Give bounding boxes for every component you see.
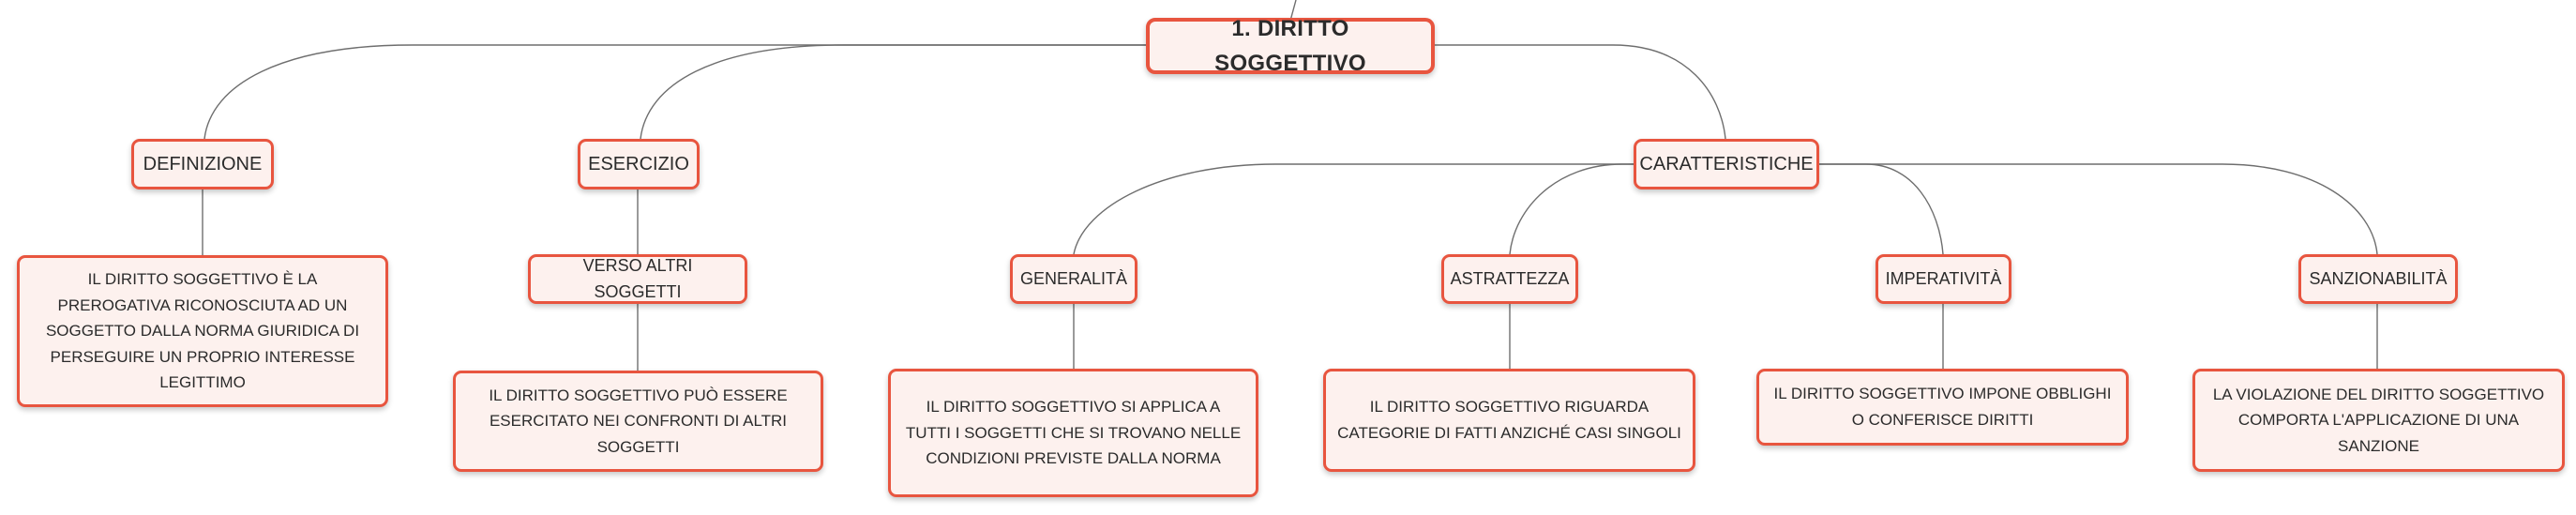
node-astrattezza-text[interactable]: IL DIRITTO SOGGETTIVO RIGUARDA CATEGORIE… bbox=[1323, 369, 1695, 472]
node-imperativita[interactable]: IMPERATIVITÀ bbox=[1876, 254, 2011, 304]
node-sanzionabilita[interactable]: SANZIONABILITÀ bbox=[2298, 254, 2458, 304]
esercizio-text: IL DIRITTO SOGGETTIVO PUÒ ESSERE ESERCIT… bbox=[489, 386, 788, 456]
root-label: 1. DIRITTO SOGGETTIVO bbox=[1214, 15, 1366, 76]
connector-caratteristiche-astrattezza bbox=[1509, 163, 1636, 255]
esercizio-label: ESERCIZIO bbox=[588, 153, 689, 174]
node-generalita[interactable]: GENERALITÀ bbox=[1010, 254, 1137, 304]
connector-caratteristiche-imperativita bbox=[1817, 163, 1944, 255]
connector-root-parent bbox=[1289, 0, 1297, 22]
connector-caratteristiche-generalita bbox=[1073, 163, 1636, 255]
definizione-label: DEFINIZIONE bbox=[143, 153, 263, 174]
node-esercizio-text[interactable]: IL DIRITTO SOGGETTIVO PUÒ ESSERE ESERCIT… bbox=[453, 371, 823, 472]
definizione-text: IL DIRITTO SOGGETTIVO È LA PREROGATIVA R… bbox=[45, 270, 360, 392]
sanzionabilita-label: SANZIONABILITÀ bbox=[2309, 268, 2448, 288]
node-sanzionabilita-text[interactable]: LA VIOLAZIONE DEL DIRITTO SOGGETTIVO COM… bbox=[2192, 369, 2565, 472]
connector-root-esercizio bbox=[640, 44, 1146, 140]
node-astrattezza[interactable]: ASTRATTEZZA bbox=[1441, 254, 1578, 304]
sanzionabilita-text: LA VIOLAZIONE DEL DIRITTO SOGGETTIVO COM… bbox=[2212, 385, 2545, 455]
astrattezza-text: IL DIRITTO SOGGETTIVO RIGUARDA CATEGORIE… bbox=[1337, 398, 1681, 442]
node-esercizio[interactable]: ESERCIZIO bbox=[578, 139, 700, 189]
node-definizione-text[interactable]: IL DIRITTO SOGGETTIVO È LA PREROGATIVA R… bbox=[17, 255, 388, 407]
connector-root-caratteristiche bbox=[1435, 44, 1726, 140]
generalita-text: IL DIRITTO SOGGETTIVO SI APPLICA A TUTTI… bbox=[905, 398, 1242, 468]
connector-root-definizione bbox=[203, 44, 1146, 140]
node-caratteristiche[interactable]: CARATTERISTICHE bbox=[1634, 139, 1819, 189]
astrattezza-label: ASTRATTEZZA bbox=[1450, 268, 1570, 288]
node-generalita-text[interactable]: IL DIRITTO SOGGETTIVO SI APPLICA A TUTTI… bbox=[888, 369, 1258, 497]
node-verso-altri-soggetti[interactable]: VERSO ALTRI SOGGETTI bbox=[528, 254, 747, 304]
imperativita-text: IL DIRITTO SOGGETTIVO IMPONE OBBLIGHI O … bbox=[1773, 385, 2112, 429]
node-definizione[interactable]: DEFINIZIONE bbox=[131, 139, 274, 189]
root-node[interactable]: 1. DIRITTO SOGGETTIVO bbox=[1146, 16, 1435, 76]
node-imperativita-text[interactable]: IL DIRITTO SOGGETTIVO IMPONE OBBLIGHI O … bbox=[1756, 369, 2129, 446]
imperativita-label: IMPERATIVITÀ bbox=[1885, 268, 2002, 288]
connector-caratteristiche-sanzionabilita bbox=[1817, 163, 2378, 255]
generalita-label: GENERALITÀ bbox=[1019, 268, 1128, 288]
caratteristiche-label: CARATTERISTICHE bbox=[1639, 153, 1814, 174]
verso-altri-soggetti-label: VERSO ALTRI SOGGETTI bbox=[582, 255, 693, 301]
